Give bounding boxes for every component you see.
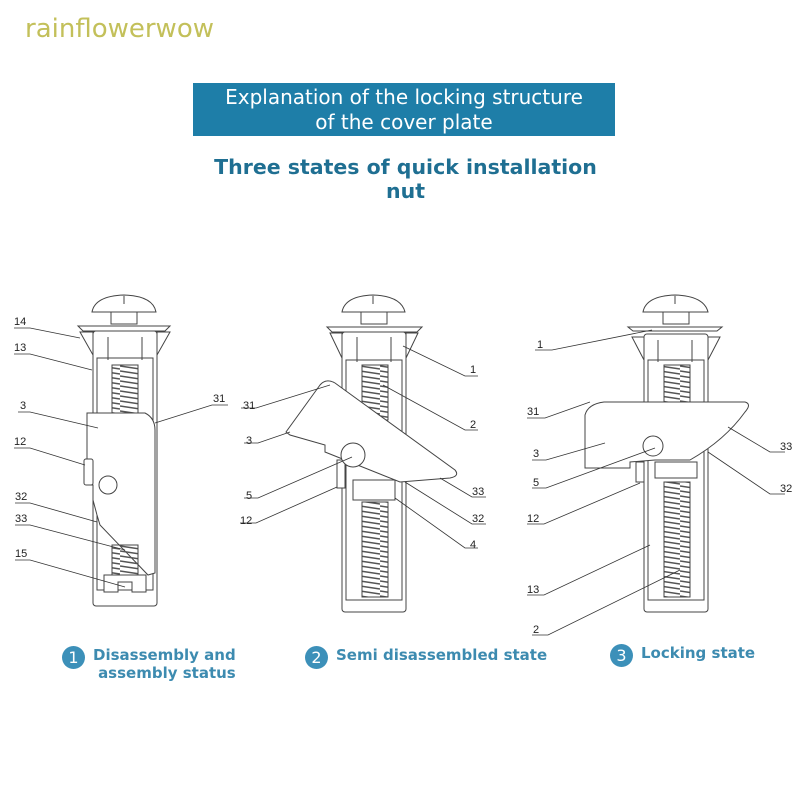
caption-2-text: Semi disassembled state: [336, 646, 548, 664]
label-3: 3: [246, 435, 252, 447]
label-14: 14: [14, 316, 26, 328]
number-badge-2: 2: [305, 646, 328, 669]
number-badge-1: 1: [62, 646, 85, 669]
subtitle: Three states of quick installation nut: [214, 155, 597, 203]
caption-3-text: Locking state: [641, 644, 756, 662]
label-31: 31: [213, 393, 225, 405]
diagram-3-locking: 1 31 33 3 5 32 12 13 2: [527, 294, 792, 636]
screw-head: [91, 294, 157, 313]
caption-3: 3 Locking state: [610, 644, 755, 667]
diagram-1-disassembly: 14 13 3 12 32 33 15 31: [14, 294, 228, 607]
caption-1-line-1: Disassembly and: [93, 646, 236, 664]
label-1: 1: [470, 364, 476, 376]
label-1: 1: [537, 339, 543, 351]
brand-watermark: rainflowerwow: [25, 14, 214, 44]
label-4: 4: [470, 539, 476, 551]
number-badge-3: 3: [610, 644, 633, 667]
caption-2: 2 Semi disassembled state: [305, 646, 547, 669]
banner-line-1: Explanation of the locking structure: [225, 85, 583, 109]
label-2: 2: [533, 624, 539, 636]
flange: [76, 325, 172, 332]
label-33: 33: [15, 513, 27, 525]
label-33: 33: [472, 486, 484, 498]
label-32: 32: [15, 491, 27, 503]
label-31: 31: [527, 406, 539, 418]
label-12: 12: [240, 515, 252, 527]
lever: [86, 412, 156, 576]
label-32: 32: [472, 513, 484, 525]
label-5: 5: [246, 490, 252, 502]
title-banner: Explanation of the locking structure of …: [193, 83, 615, 136]
caption-1-line-2: assembly status: [98, 664, 236, 682]
label-32: 32: [780, 483, 792, 495]
label-13: 13: [14, 342, 26, 354]
banner-line-2: of the cover plate: [315, 110, 493, 134]
label-31: 31: [243, 400, 255, 412]
label-12: 12: [527, 513, 539, 525]
label-12: 12: [14, 436, 26, 448]
label-3: 3: [20, 400, 26, 412]
ball: [98, 475, 118, 495]
label-33: 33: [780, 441, 792, 453]
label-2: 2: [470, 419, 476, 431]
label-5: 5: [533, 477, 539, 489]
spring: [111, 364, 139, 414]
label-13: 13: [527, 584, 539, 596]
diagram-2-semi-disassembled: 1 31 2 3 5 33 12 32 4: [240, 294, 486, 613]
caption-1: 1 Disassembly and assembly status: [62, 646, 236, 682]
label-15: 15: [15, 548, 27, 560]
label-3: 3: [533, 448, 539, 460]
